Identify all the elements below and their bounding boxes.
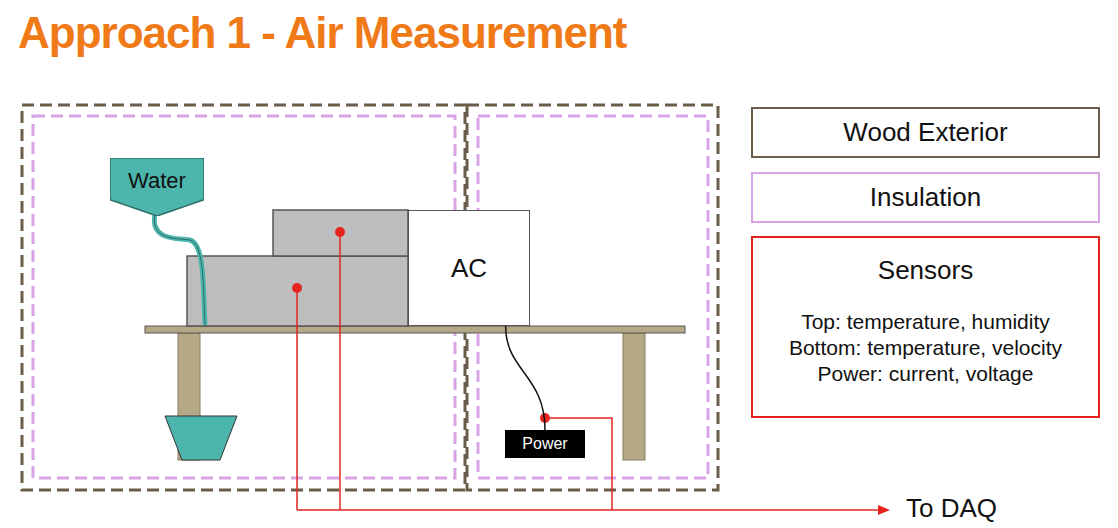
title: Approach 1 - Air Measurement	[18, 8, 627, 58]
tank-shape	[110, 158, 204, 216]
water-hose-edge	[154, 214, 205, 325]
node-text: Power	[522, 434, 567, 454]
power-box: Power	[505, 430, 585, 458]
wood-exterior-left	[22, 105, 465, 490]
sensor-wire	[339, 232, 341, 510]
table-leg	[623, 333, 645, 460]
power-cord	[506, 326, 545, 430]
legend-swatch: Insulation	[751, 172, 1100, 223]
daq-line	[297, 509, 880, 511]
node-text: AC	[451, 252, 487, 285]
legend-text: Wood Exterior	[843, 117, 1007, 148]
legend-text: Insulation	[870, 182, 981, 213]
sensor-dot	[292, 283, 302, 293]
sensor-wire	[296, 288, 298, 510]
node-text: Water	[128, 167, 186, 195]
table-top	[145, 326, 685, 333]
water-tank: Water	[110, 158, 204, 216]
output-label: To DAQ	[906, 493, 997, 524]
node-body-text: Top: temperature, humidity	[801, 309, 1050, 335]
water-hose	[154, 214, 205, 325]
sensor-legend-box: SensorsTop: temperature, humidityBottom:…	[751, 236, 1100, 418]
insulation-left	[33, 116, 455, 478]
node-body-text: Bottom: temperature, velocity	[789, 335, 1062, 361]
drain-bucket	[165, 416, 237, 460]
ac-unit: AC	[408, 210, 530, 326]
node-text: Sensors	[878, 254, 973, 287]
arrow-head	[878, 505, 890, 515]
legend-swatch: Wood Exterior	[751, 107, 1100, 158]
sensor-dot	[335, 227, 345, 237]
node-body-text: Power: current, voltage	[818, 361, 1034, 387]
